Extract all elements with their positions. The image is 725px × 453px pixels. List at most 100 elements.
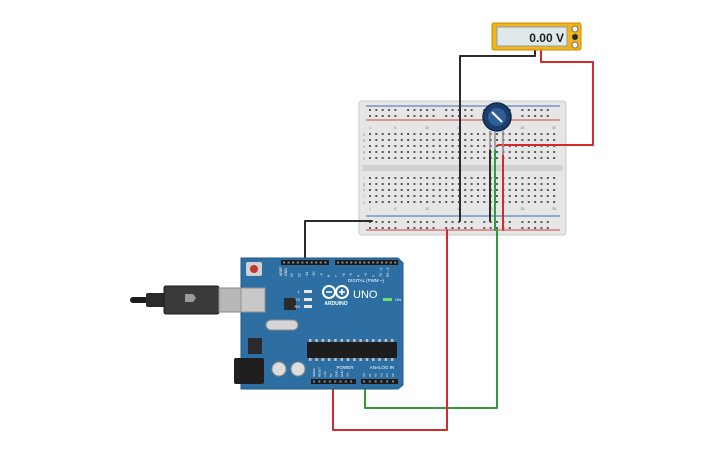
rail-hole[interactable] (375, 115, 378, 117)
breadboard-hole[interactable] (426, 151, 429, 153)
breadboard-hole[interactable] (534, 151, 537, 153)
breadboard-hole[interactable] (432, 145, 435, 147)
rail-hole[interactable] (407, 221, 410, 223)
breadboard-hole[interactable] (476, 195, 479, 197)
rail-hole[interactable] (540, 227, 543, 229)
breadboard-hole[interactable] (553, 151, 556, 153)
breadboard-hole[interactable] (419, 145, 422, 147)
breadboard-hole[interactable] (419, 151, 422, 153)
breadboard-hole[interactable] (413, 201, 416, 203)
breadboard-hole[interactable] (445, 177, 448, 179)
breadboard-hole[interactable] (394, 139, 397, 141)
breadboard-hole[interactable] (419, 133, 422, 135)
header-pin[interactable] (363, 380, 365, 383)
breadboard-hole[interactable] (527, 133, 530, 135)
breadboard-hole[interactable] (445, 151, 448, 153)
breadboard-hole[interactable] (483, 157, 486, 159)
breadboard-hole[interactable] (521, 195, 524, 197)
breadboard-hole[interactable] (496, 183, 498, 185)
header-pin[interactable] (337, 261, 339, 264)
header-pin[interactable] (292, 261, 295, 264)
rail-hole[interactable] (540, 115, 543, 117)
breadboard-hole[interactable] (426, 195, 429, 197)
breadboard-hole[interactable] (470, 145, 473, 147)
breadboard-hole[interactable] (445, 183, 448, 185)
breadboard-hole[interactable] (419, 183, 422, 185)
rail-hole[interactable] (534, 227, 537, 229)
breadboard-hole[interactable] (534, 189, 537, 191)
rail-hole[interactable] (457, 221, 460, 223)
breadboard-hole[interactable] (407, 133, 410, 135)
breadboard-hole[interactable] (483, 201, 486, 203)
rail-hole[interactable] (426, 227, 429, 229)
breadboard-hole[interactable] (407, 139, 410, 141)
breadboard[interactable]: 115510101515202025253030abcdefghij (358, 100, 567, 236)
rail-hole[interactable] (407, 227, 410, 229)
breadboard-hole[interactable] (381, 189, 384, 191)
breadboard-hole[interactable] (400, 195, 403, 197)
breadboard-hole[interactable] (407, 189, 410, 191)
rail-hole[interactable] (432, 227, 435, 229)
rail-hole[interactable] (394, 221, 397, 223)
rail-hole[interactable] (419, 115, 422, 117)
rail-hole[interactable] (381, 109, 384, 111)
breadboard-hole[interactable] (464, 177, 467, 179)
breadboard-hole[interactable] (553, 139, 556, 141)
breadboard-hole[interactable] (375, 183, 378, 185)
rail-hole[interactable] (369, 115, 371, 117)
breadboard-hole[interactable] (451, 151, 454, 153)
breadboard-hole[interactable] (521, 157, 524, 159)
breadboard-hole[interactable] (546, 183, 549, 185)
breadboard-hole[interactable] (546, 133, 549, 135)
header-pin[interactable] (313, 380, 315, 383)
breadboard-hole[interactable] (381, 157, 384, 159)
breadboard-hole[interactable] (451, 189, 454, 191)
breadboard-hole[interactable] (388, 201, 391, 203)
rail-hole[interactable] (451, 221, 454, 223)
breadboard-hole[interactable] (464, 145, 467, 147)
rail-hole[interactable] (521, 109, 524, 111)
rail-hole[interactable] (413, 227, 416, 229)
breadboard-hole[interactable] (496, 195, 498, 197)
breadboard-hole[interactable] (534, 201, 537, 203)
breadboard-hole[interactable] (394, 201, 397, 203)
header-pin[interactable] (394, 261, 397, 264)
breadboard-hole[interactable] (508, 133, 511, 135)
rail-hole[interactable] (457, 109, 460, 111)
rail-hole[interactable] (451, 227, 454, 229)
breadboard-hole[interactable] (470, 183, 473, 185)
breadboard-hole[interactable] (438, 189, 441, 191)
breadboard-hole[interactable] (521, 139, 524, 141)
wire-green-pot-a0[interactable] (364, 149, 498, 409)
rail-hole[interactable] (426, 221, 429, 223)
breadboard-hole[interactable] (381, 201, 384, 203)
breadboard-hole[interactable] (388, 195, 391, 197)
breadboard-hole[interactable] (496, 189, 498, 191)
breadboard-hole[interactable] (400, 139, 403, 141)
breadboard-hole[interactable] (464, 201, 467, 203)
breadboard-hole[interactable] (419, 195, 422, 197)
breadboard-hole[interactable] (369, 183, 371, 185)
usb-cable[interactable] (130, 285, 250, 315)
rail-hole[interactable] (521, 221, 524, 223)
breadboard-hole[interactable] (553, 177, 556, 179)
rail-hole[interactable] (527, 109, 530, 111)
breadboard-hole[interactable] (400, 177, 403, 179)
header-pin[interactable] (306, 261, 308, 264)
rail-hole[interactable] (445, 115, 448, 117)
breadboard-hole[interactable] (483, 189, 486, 191)
header-pin[interactable] (350, 261, 353, 264)
breadboard-hole[interactable] (470, 151, 473, 153)
breadboard-hole[interactable] (407, 151, 410, 153)
breadboard-hole[interactable] (400, 145, 403, 147)
rail-hole[interactable] (534, 221, 537, 223)
breadboard-hole[interactable] (432, 157, 435, 159)
breadboard-hole[interactable] (521, 151, 524, 153)
breadboard-hole[interactable] (375, 157, 378, 159)
header-pin[interactable] (315, 261, 318, 264)
rail-hole[interactable] (369, 109, 371, 111)
breadboard-hole[interactable] (496, 139, 498, 141)
breadboard-hole[interactable] (432, 133, 435, 135)
header-pin[interactable] (318, 380, 321, 383)
breadboard-hole[interactable] (388, 145, 391, 147)
